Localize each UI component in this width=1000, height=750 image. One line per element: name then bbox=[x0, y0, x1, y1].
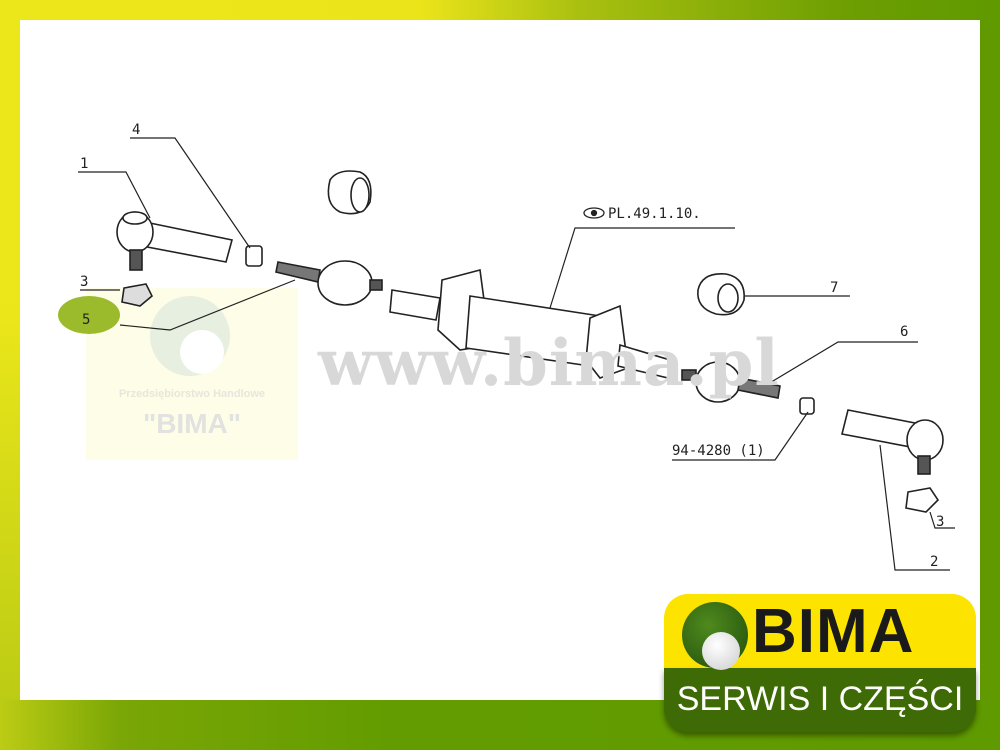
label-4: 4 bbox=[132, 122, 140, 138]
label-part-number: 94-4280 (1) bbox=[672, 443, 765, 459]
label-3-left: 3 bbox=[80, 274, 88, 290]
bima-logo: BIMA SERWIS I CZĘŚCI bbox=[664, 594, 976, 732]
label-6: 6 bbox=[900, 324, 908, 340]
part-2-tie-rod-end bbox=[841, 409, 944, 475]
frame-left bbox=[0, 300, 20, 700]
logo-bottom-band bbox=[664, 668, 976, 732]
watermark-logo-ball bbox=[180, 330, 224, 374]
ref-eye-icon bbox=[583, 207, 605, 219]
highlight-part-5 bbox=[58, 296, 120, 334]
cylinder-assembly bbox=[389, 268, 671, 379]
label-7: 7 bbox=[830, 280, 838, 296]
watermark-company-big: "BIMA" bbox=[142, 408, 242, 439]
label-5: 5 bbox=[82, 312, 90, 328]
logo-tagline: SERWIS I CZĘŚCI bbox=[676, 680, 964, 718]
watermark-url: www.bima.pl bbox=[318, 326, 780, 401]
label-3-right: 3 bbox=[936, 514, 944, 530]
part-4-clamp bbox=[245, 245, 263, 267]
label-1: 1 bbox=[80, 156, 88, 172]
part-94-4280-nut bbox=[799, 397, 815, 415]
label-ref: PL.49.1.10. bbox=[608, 206, 701, 222]
part-5-inner-joint bbox=[275, 260, 383, 306]
part-6-outer-joint bbox=[681, 361, 781, 403]
logo-ball-highlight-icon bbox=[702, 632, 740, 670]
watermark-company-small: Przedsiębiorstwo Handlowe bbox=[118, 388, 266, 400]
part-1-tie-rod-end bbox=[116, 211, 233, 271]
dust-cover bbox=[327, 170, 372, 215]
part-3-nut-left bbox=[121, 283, 153, 307]
part-3-nut-right bbox=[905, 487, 940, 513]
logo-name: BIMA bbox=[752, 597, 915, 666]
label-2: 2 bbox=[930, 554, 938, 570]
leader-lines bbox=[78, 137, 955, 571]
